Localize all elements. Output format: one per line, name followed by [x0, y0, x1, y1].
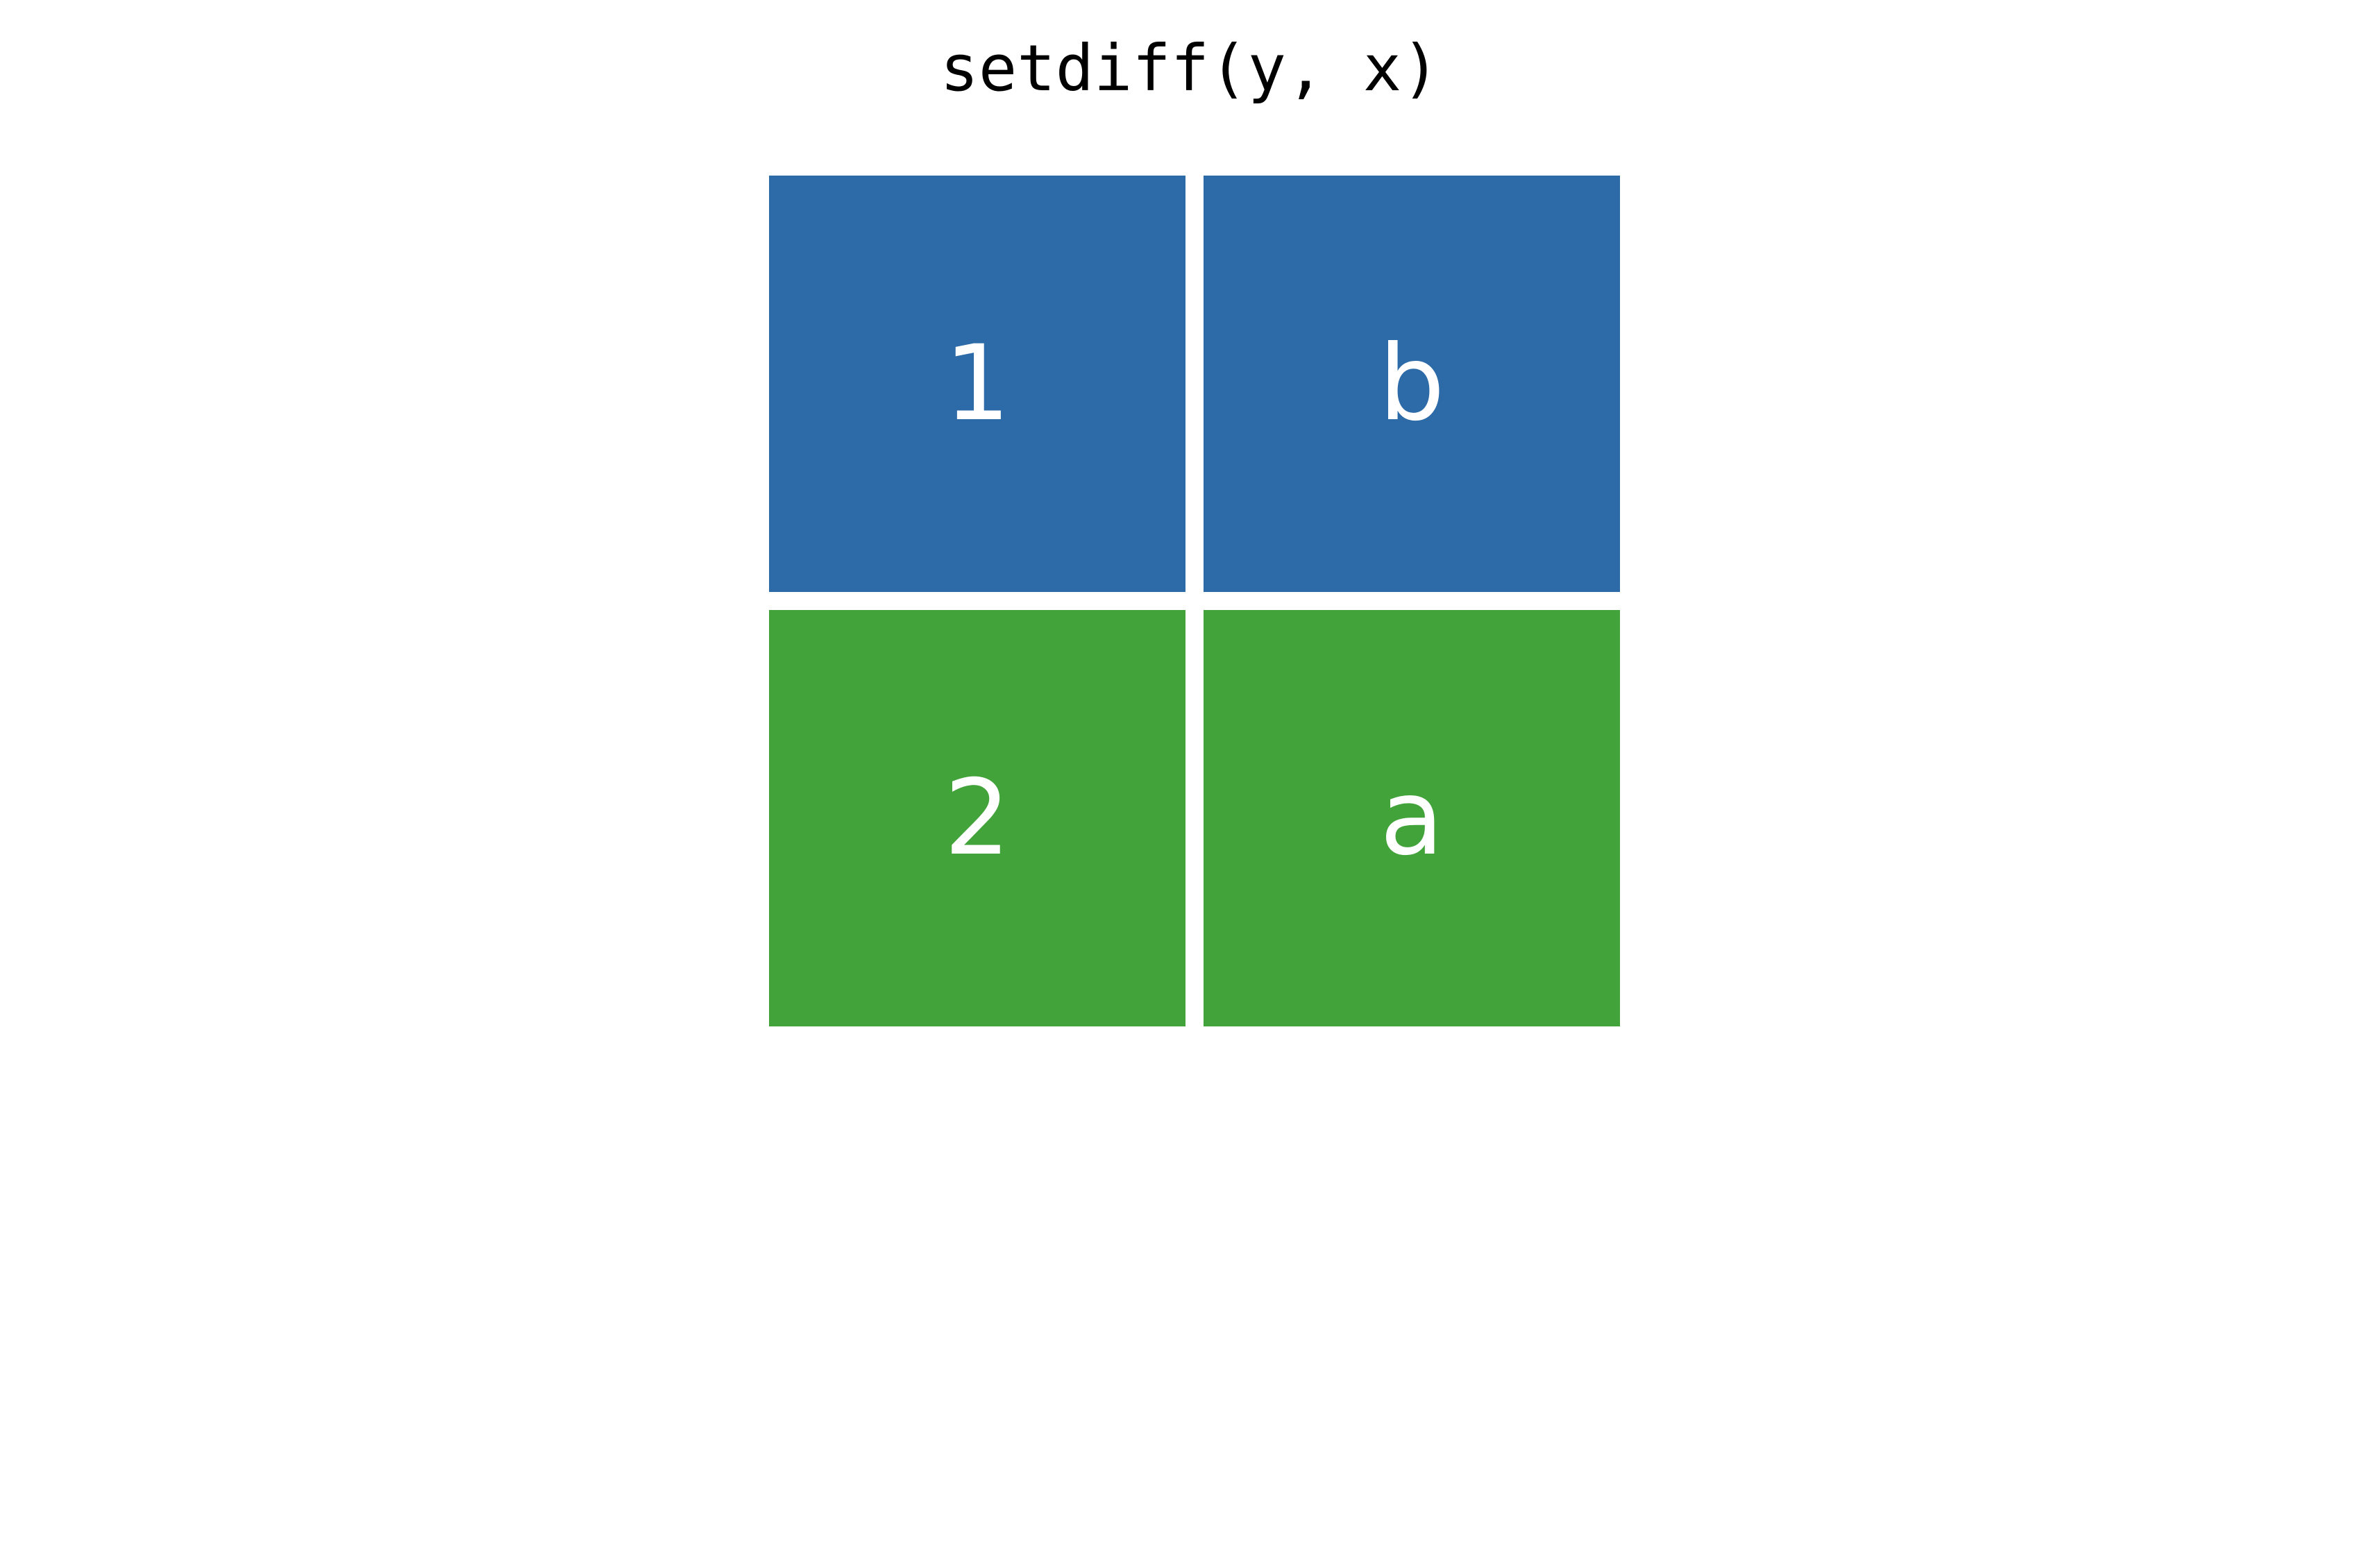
result-table: 1 b 2 a — [769, 176, 1620, 1026]
table-cell-row2-col1: 2 — [769, 610, 1185, 1026]
diagram-title: setdiff(y, x) — [940, 31, 1440, 105]
table-cell-row2-col2: a — [1204, 610, 1620, 1026]
table-cell-row1-col2: b — [1204, 176, 1620, 592]
table-cell-row1-col1: 1 — [769, 176, 1185, 592]
